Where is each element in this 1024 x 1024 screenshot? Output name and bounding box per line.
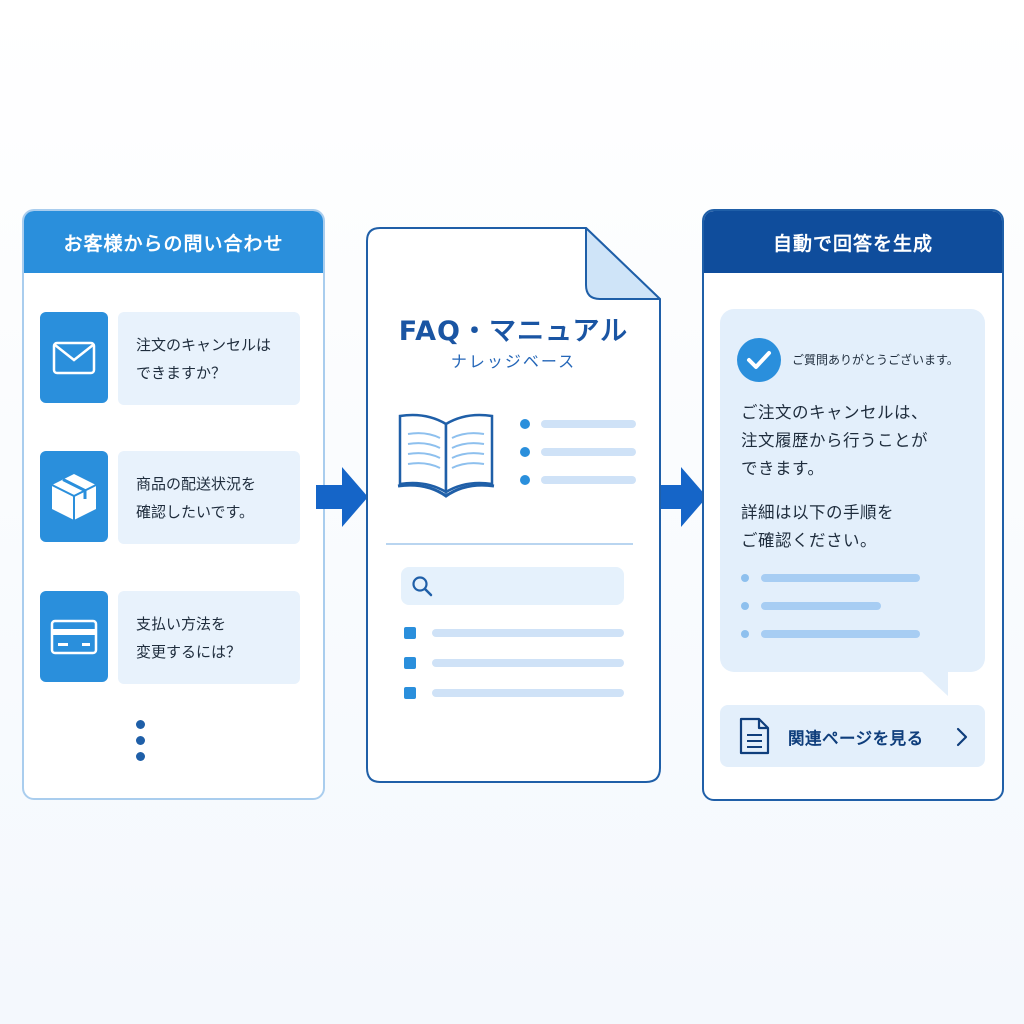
list-bullet (520, 447, 530, 457)
answer-text: ご注文のキャンセルは、 注文履歴から行うことが できます。 (741, 403, 928, 478)
question-item[interactable]: 注文のキャンセルは できますか？ (40, 312, 302, 405)
list-bullet (741, 602, 749, 610)
list-bullet (404, 657, 416, 669)
check-icon (737, 338, 781, 382)
list-bullet (520, 419, 530, 429)
list-bullet (404, 687, 416, 699)
bubble-tail (920, 670, 948, 696)
placeholder-line (541, 448, 636, 456)
search-icon (412, 576, 433, 597)
chevron-right-icon (956, 727, 968, 747)
question-text: 商品の配送状況を 確認したいです。 (118, 451, 300, 544)
placeholder-line (541, 420, 636, 428)
search-input[interactable] (401, 567, 624, 605)
placeholder-line (432, 689, 624, 697)
right-arrow-icon (316, 467, 368, 527)
document-icon (739, 717, 770, 755)
faq-title: FAQ・マニュアル (398, 316, 629, 347)
credit-card-icon (40, 591, 108, 682)
answer-panel-title: 自動で回答を生成 (704, 211, 1002, 273)
question-item[interactable]: 商品の配送状況を 確認したいです。 (40, 451, 302, 544)
inquiries-panel-title: お客様からの問い合わせ (24, 211, 323, 273)
placeholder-line (432, 629, 624, 637)
package-icon (40, 451, 108, 542)
placeholder-line (541, 476, 636, 484)
faq-subtitle: ナレッジベース (450, 352, 577, 371)
greeting-text: ご質問ありがとうございます。 (792, 353, 959, 367)
placeholder-line (432, 659, 624, 667)
vertical-ellipsis-icon[interactable] (136, 720, 145, 768)
list-bullet (404, 627, 416, 639)
question-item[interactable]: 支払い方法を 変更するには？ (40, 591, 302, 684)
related-page-label: 関連ページを見る (788, 729, 924, 748)
open-book-icon (397, 413, 495, 498)
faq-document (366, 227, 661, 783)
question-text: 支払い方法を 変更するには？ (118, 591, 300, 684)
answer-details-text: 詳細は以下の手順を ご確認ください。 (741, 503, 894, 550)
placeholder-line (761, 630, 920, 638)
question-text: 注文のキャンセルは できますか？ (118, 312, 300, 405)
placeholder-line (761, 574, 920, 582)
placeholder-line (761, 602, 881, 610)
list-bullet (741, 574, 749, 582)
list-bullet (520, 475, 530, 485)
list-bullet (741, 630, 749, 638)
mail-icon (40, 312, 108, 403)
right-arrow-icon (657, 467, 707, 527)
related-page-button[interactable]: 関連ページを見る (720, 705, 985, 767)
